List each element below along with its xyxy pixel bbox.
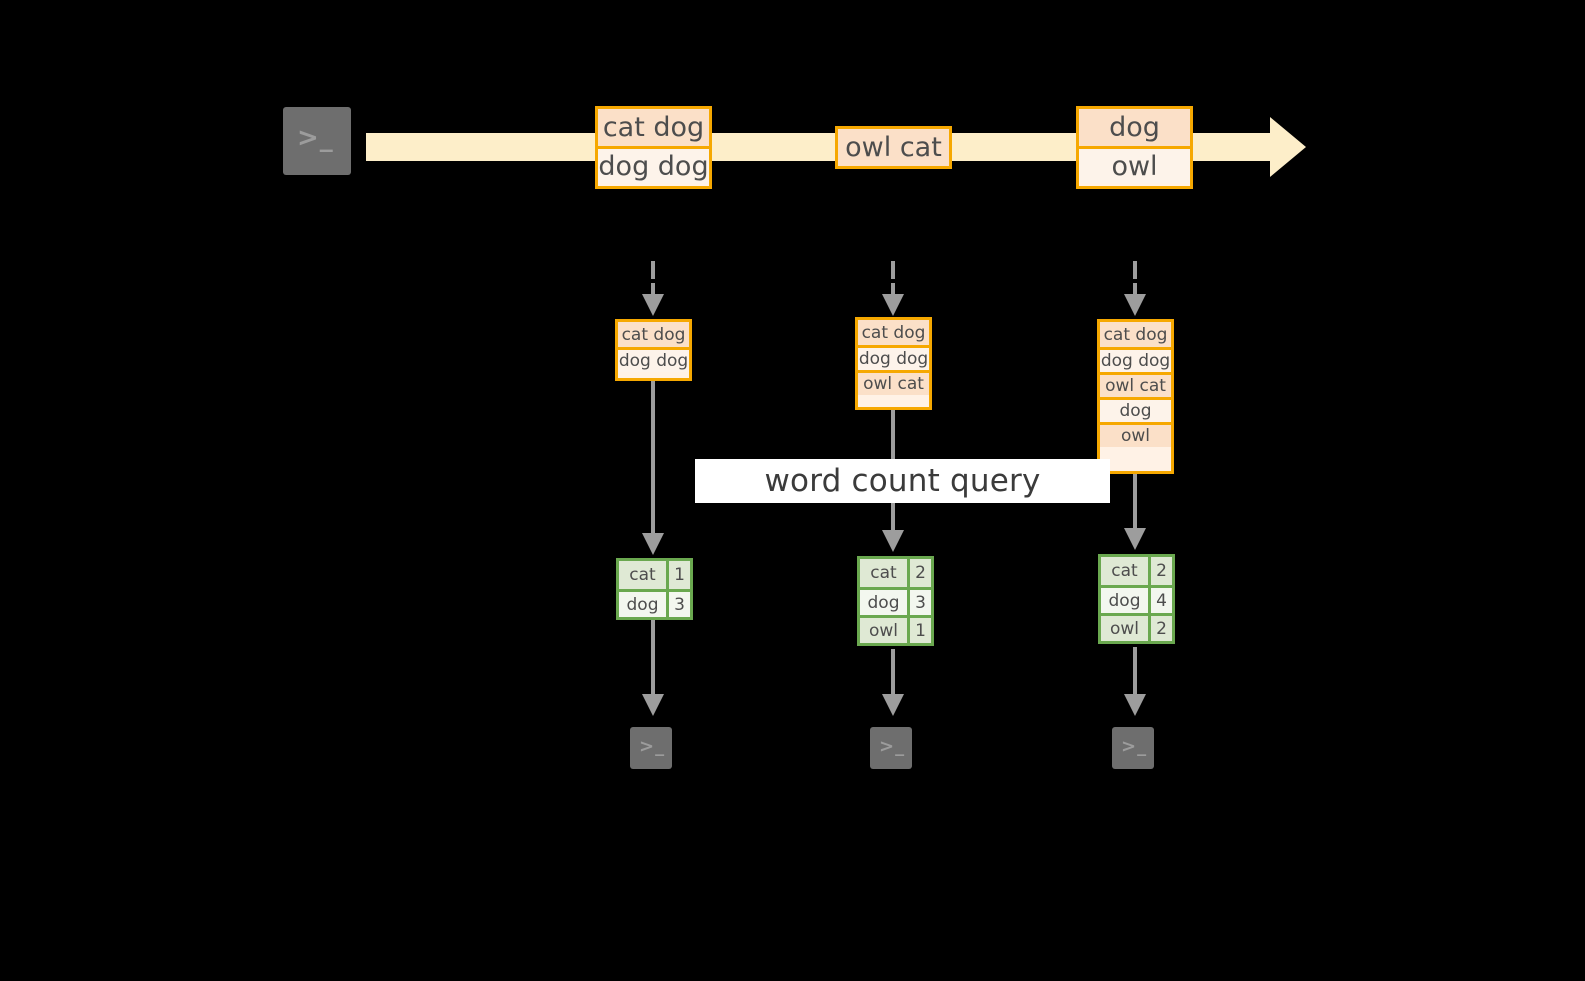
terminal-body xyxy=(870,727,912,769)
table-row: owl 2 xyxy=(1101,613,1172,641)
trigger-3-sink-terminal-icon: >_ xyxy=(1103,718,1163,778)
trigger-1-result-word-1: cat xyxy=(619,561,666,589)
trigger-3-input-line-2: dog dog xyxy=(1100,347,1171,372)
trigger-1-arrow-shaft xyxy=(651,283,655,296)
trigger-3-result-count-1: 2 xyxy=(1148,557,1172,585)
trigger-1-sink-terminal-icon: >_ xyxy=(621,718,681,778)
table-row: cat 1 xyxy=(619,561,690,589)
trigger-1-query-arrow-head-icon xyxy=(642,533,664,555)
trigger-3-result-word-2: dog xyxy=(1101,588,1148,613)
trigger-1-result-count-2: 3 xyxy=(666,592,690,617)
terminal-prompt-glyph: >_ xyxy=(639,736,666,757)
trigger-1-sink-arrow-shaft xyxy=(651,620,655,698)
trigger-2-sink-arrow-shaft xyxy=(891,649,895,698)
terminal-body xyxy=(1112,727,1154,769)
trigger-2-result-count-2: 3 xyxy=(907,590,931,615)
trigger-2-input-line-1: cat dog xyxy=(858,320,929,345)
trigger-3-input-line-5: owl xyxy=(1100,422,1171,447)
trigger-2-result-word-2: dog xyxy=(860,590,907,615)
stream-batch-3-line-2: owl xyxy=(1079,146,1190,183)
trigger-3-input-line-4: dog xyxy=(1100,397,1171,422)
stream-arrow-head-icon xyxy=(1270,117,1306,177)
trigger-1-query-arrow-shaft xyxy=(651,381,655,537)
trigger-3-arrow-head-icon xyxy=(1124,294,1146,316)
trigger-3-query-arrow-shaft xyxy=(1133,474,1137,532)
trigger-1-input-table: cat dog dog dog xyxy=(615,319,692,381)
trigger-1-arrow-head-icon xyxy=(642,294,664,316)
trigger-1-sink-arrow-head-icon xyxy=(642,694,664,716)
query-label: word count query xyxy=(695,459,1110,503)
trigger-2-arrow-head-icon xyxy=(882,294,904,316)
trigger-3-sink-arrow-shaft xyxy=(1133,647,1137,698)
trigger-3-result-word-3: owl xyxy=(1101,616,1148,641)
trigger-3-input-table: cat dog dog dog owl cat dog owl xyxy=(1097,319,1174,474)
stream-batch-3-line-1: dog xyxy=(1079,109,1190,146)
trigger-2-sink-arrow-head-icon xyxy=(882,694,904,716)
trigger-2-result-word-3: owl xyxy=(860,618,907,643)
trigger-3-sink-arrow-head-icon xyxy=(1124,694,1146,716)
terminal-prompt-glyph: >_ xyxy=(879,736,906,757)
terminal-prompt-glyph: >_ xyxy=(1121,736,1148,757)
trigger-2-result-count-1: 2 xyxy=(907,559,931,587)
trigger-1-result-word-2: dog xyxy=(619,592,666,617)
trigger-2-input-table: cat dog dog dog owl cat xyxy=(855,317,932,410)
stream-batch-3: dog owl xyxy=(1076,106,1193,189)
source-terminal-icon: >_ xyxy=(274,98,360,184)
stream-batch-1-line-1: cat dog xyxy=(598,109,709,146)
trigger-3-result-word-1: cat xyxy=(1101,557,1148,585)
table-row: owl 1 xyxy=(860,615,931,643)
trigger-3-input-line-3: owl cat xyxy=(1100,372,1171,397)
trigger-2-result-count-3: 1 xyxy=(907,618,931,643)
table-row: dog 4 xyxy=(1101,585,1172,613)
trigger-1-input-line-1: cat dog xyxy=(618,322,689,347)
trigger-3-input-line-1: cat dog xyxy=(1100,322,1171,347)
table-row: cat 2 xyxy=(1101,557,1172,585)
trigger-3-dash-segment xyxy=(1133,261,1137,279)
trigger-2-result-word-1: cat xyxy=(860,559,907,587)
stream-batch-1-line-2: dog dog xyxy=(598,146,709,183)
trigger-3-result-count-3: 2 xyxy=(1148,616,1172,641)
stream-batch-2: owl cat xyxy=(835,126,952,169)
trigger-1-input-line-2: dog dog xyxy=(618,347,689,372)
trigger-2-sink-terminal-icon: >_ xyxy=(861,718,921,778)
table-row: cat 2 xyxy=(860,559,931,587)
trigger-3-query-arrow-head-icon xyxy=(1124,528,1146,550)
stream-batch-1: cat dog dog dog xyxy=(595,106,712,189)
stream-batch-2-line-1: owl cat xyxy=(838,129,949,166)
trigger-2-result-table: cat 2 dog 3 owl 1 xyxy=(857,556,934,646)
trigger-1-dash-segment xyxy=(651,261,655,279)
trigger-3-result-count-2: 4 xyxy=(1148,588,1172,613)
trigger-2-input-line-2: dog dog xyxy=(858,345,929,370)
table-row: dog 3 xyxy=(860,587,931,615)
table-row: dog 3 xyxy=(619,589,690,617)
trigger-3-result-table: cat 2 dog 4 owl 2 xyxy=(1098,554,1175,644)
trigger-1-result-table: cat 1 dog 3 xyxy=(616,558,693,620)
trigger-2-dash-segment xyxy=(891,261,895,279)
trigger-2-query-arrow-head-icon xyxy=(882,530,904,552)
trigger-2-arrow-shaft xyxy=(891,283,895,296)
trigger-1-result-count-1: 1 xyxy=(666,561,690,589)
terminal-body xyxy=(283,107,351,175)
terminal-prompt-glyph: >_ xyxy=(297,123,334,153)
terminal-body xyxy=(630,727,672,769)
trigger-3-arrow-shaft xyxy=(1133,283,1137,296)
trigger-2-input-line-3: owl cat xyxy=(858,370,929,395)
